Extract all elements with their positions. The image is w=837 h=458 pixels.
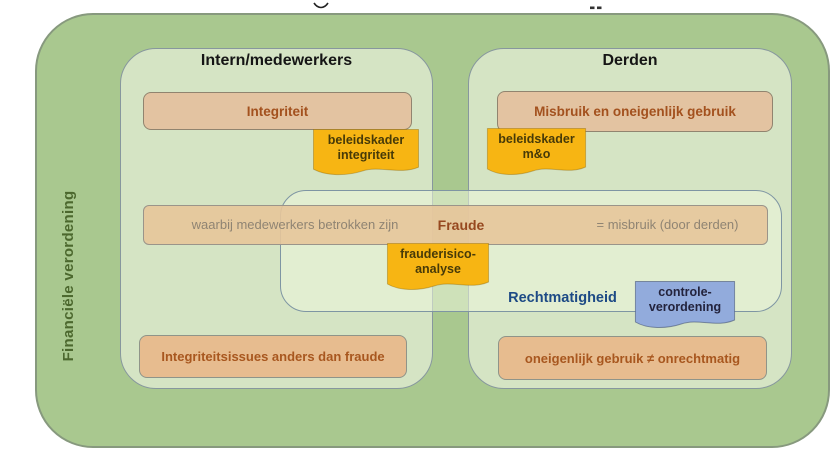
note-shape: [386, 243, 490, 290]
box-integriteitsissues: Integriteitsissues anders dan fraude: [139, 335, 407, 378]
note-text: frauderisico- analyse: [400, 247, 476, 277]
label-rechtmatigheid: Rechtmatigheid: [508, 290, 617, 306]
frame-label-vertical: Financiële verordening: [60, 190, 77, 362]
note-shape: [313, 128, 419, 176]
note-frauderisico-analyse: frauderisico- analyse: [386, 242, 490, 294]
box-misbruik-oneigenlijk-gebruik: Misbruik en oneigenlijk gebruik: [497, 91, 773, 132]
note-text: controle- verordening: [648, 285, 722, 315]
panel-header-derden: Derden: [602, 52, 658, 69]
cropped-text-artifact-left: [313, 2, 329, 9]
note-controle-verordening: controle- verordening: [634, 280, 736, 332]
band-text-medewerkers: waarbij medewerkers betrokken zijn: [191, 217, 399, 232]
note-text: beleidskader integriteit: [327, 133, 405, 163]
box-integriteit: Integriteit: [143, 92, 412, 130]
note-text: beleidskader m&o: [498, 132, 575, 162]
note-shape: [634, 281, 736, 328]
note-beleidskader-mo: beleidskader m&o: [486, 127, 587, 179]
band-text-misbruik-door-derden: = misbruik (door derden): [596, 217, 739, 232]
cropped-text-artifact-right: [590, 6, 602, 10]
panel-header-intern: Intern/medewerkers: [200, 52, 353, 69]
note-shape: [486, 128, 587, 175]
box-oneigenlijk-onrechtmatig: oneigenlijk gebruik ≠ onrechtmatig: [498, 336, 767, 380]
band-text-fraude: Fraude: [437, 217, 485, 233]
note-beleidskader-integriteit: beleidskader integriteit: [312, 128, 420, 179]
